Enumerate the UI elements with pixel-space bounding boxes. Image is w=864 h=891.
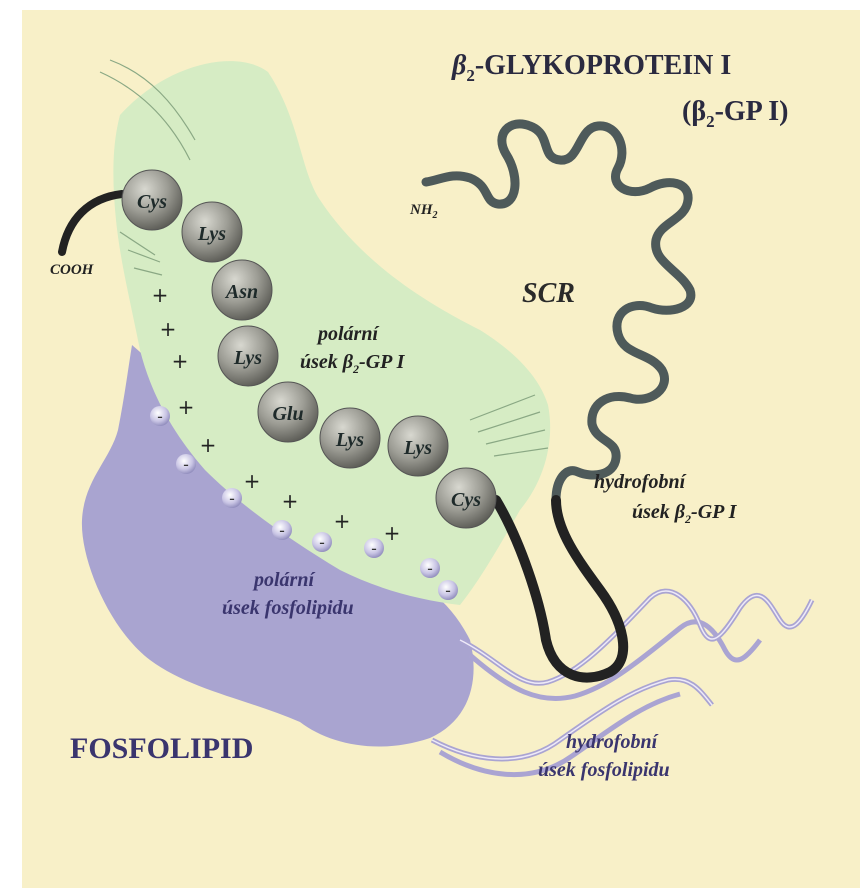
plus-charge: + <box>244 469 261 493</box>
plus-charge: + <box>384 521 401 545</box>
residue-label: Cys <box>137 191 167 213</box>
hydrophobic-phospholipid-label-line-1: hydrofobní <box>566 731 659 753</box>
residue-lys-2: Lys <box>218 326 278 386</box>
minus-charge: - <box>183 455 189 474</box>
scr-label: SCR <box>522 278 575 309</box>
residue-lys-3: Lys <box>320 408 380 468</box>
fosfolipid-label: FOSFOLIPID <box>70 732 253 765</box>
residue-label: Lys <box>233 347 262 369</box>
hydrophobic-phospholipid-label-line-2: úsek fosfolipidu <box>538 759 670 781</box>
minus-charge: - <box>319 533 325 552</box>
residue-label: Lys <box>335 429 364 451</box>
residue-label: Lys <box>197 223 226 245</box>
plus-charge: + <box>200 433 217 457</box>
plus-charge: + <box>172 349 189 373</box>
polar-protein-label-line-1: polární <box>316 323 379 345</box>
minus-charge: - <box>157 407 163 426</box>
cooh-label: COOH <box>50 262 95 278</box>
polar-phospholipid-label-line-2: úsek fosfolipidu <box>222 597 354 619</box>
residue-lys-1: Lys <box>182 202 242 262</box>
minus-charge: - <box>371 539 377 558</box>
plus-charge: + <box>152 283 169 307</box>
minus-charge: - <box>229 489 235 508</box>
residue-label: Glu <box>272 403 303 425</box>
residue-lys-4: Lys <box>388 416 448 476</box>
title-line-2: (β2-GP I) <box>682 96 788 131</box>
residue-asn: Asn <box>212 260 272 320</box>
plus-charge: + <box>282 489 299 513</box>
plus-charge: + <box>160 317 177 341</box>
title-line-1: β2-GLYKOPROTEIN I <box>451 50 731 85</box>
residue-label: Cys <box>451 489 481 511</box>
hydrophobic-protein-label-line-1: hydrofobní <box>594 471 687 493</box>
residue-cys-2: Cys <box>436 468 496 528</box>
residue-label: Asn <box>224 281 258 303</box>
plus-charge: + <box>334 509 351 533</box>
minus-charge: - <box>445 581 451 600</box>
plus-charge: + <box>178 395 195 419</box>
hydrophobic-protein-label-line-2: úsek β2-GP I <box>632 501 738 526</box>
residue-label: Lys <box>403 437 432 459</box>
minus-charge: - <box>279 521 285 540</box>
polar-phospholipid-label-line-1: polární <box>252 569 315 591</box>
polar-protein-label-line-2: úsek β2-GP I <box>300 351 406 376</box>
residue-cys-1: Cys <box>122 170 182 230</box>
residue-glu: Glu <box>258 382 318 442</box>
minus-charge: - <box>427 559 433 578</box>
